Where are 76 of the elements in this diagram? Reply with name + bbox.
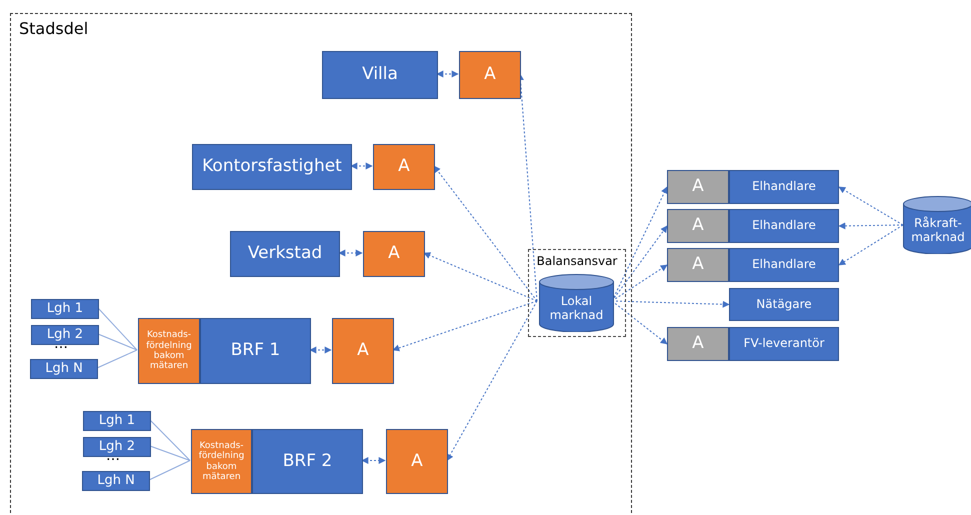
apartment-box: [83, 437, 151, 457]
cost-allocation-box: [138, 318, 200, 384]
box-label: Villa: [362, 65, 398, 85]
connector-line: [98, 308, 138, 350]
box-label: A: [692, 177, 704, 197]
actor-box: [459, 51, 521, 99]
building-box: [252, 429, 363, 494]
arrow: [838, 222, 904, 230]
supplier-box: [729, 248, 839, 282]
arrow: [350, 162, 373, 170]
box-label: A: [357, 341, 369, 361]
actor-box: [332, 318, 394, 384]
district-region: [10, 13, 632, 515]
box-label: A: [692, 255, 704, 275]
building-box: [230, 231, 340, 277]
arrow: [436, 70, 459, 78]
arrow: [434, 165, 538, 302]
balance-group: [528, 249, 626, 337]
apartment-box: [82, 471, 150, 491]
market-label: Lokal marknad: [548, 295, 604, 323]
box-label: BRF 2: [282, 452, 332, 472]
connector-line: [148, 460, 190, 480]
actor-box: [386, 429, 448, 494]
building-box: [200, 318, 311, 384]
box-label: A: [692, 216, 704, 236]
arrow: [423, 252, 538, 302]
box-label: Elhandlare: [752, 180, 816, 194]
arrow: [361, 457, 386, 464]
box-label: A: [388, 244, 400, 264]
arrow: [392, 300, 538, 352]
box-label: Kontorsfastighet: [202, 157, 342, 177]
box-label: A: [484, 65, 496, 85]
market-label: Råkraft-marknad: [910, 217, 966, 245]
box-label: A: [398, 157, 410, 177]
arrow: [338, 250, 363, 256]
connector-line: [96, 350, 138, 368]
arrow: [838, 186, 904, 226]
building-box: [192, 144, 352, 190]
box-label: Lgh N: [45, 362, 83, 376]
supplier-box: [729, 170, 839, 204]
box-label: FV-leverantör: [744, 337, 824, 351]
box-label: Kostnads-fördelning bakom mätaren: [145, 330, 193, 372]
region-title: Stadsdel: [19, 20, 88, 38]
supplier-box: [729, 288, 839, 321]
box-label: Lgh N: [97, 474, 135, 488]
apartment-box: [83, 411, 151, 431]
apartment-box: [30, 359, 98, 379]
arrow: [446, 300, 538, 462]
box-label: BRF 1: [230, 341, 280, 361]
box-label: A: [411, 452, 423, 472]
actor-box: [667, 170, 729, 204]
connector-line: [150, 446, 190, 461]
connector-line: [98, 334, 138, 350]
arrow: [309, 346, 332, 354]
arrow: [838, 224, 904, 266]
actor-box: [667, 327, 729, 361]
apartment-box: [31, 299, 99, 319]
box-label: Elhandlare: [752, 219, 816, 233]
box-label: Verkstad: [248, 244, 322, 264]
apartment-box: [31, 325, 99, 345]
box-label: Lgh 1: [46, 302, 84, 316]
supplier-box: [729, 209, 839, 243]
box-label: Lgh 1: [98, 414, 136, 428]
box-label: Elhandlare: [752, 258, 816, 272]
group-title: Balansansvar: [536, 255, 618, 269]
box-label: A: [692, 334, 704, 354]
actor-box: [373, 144, 435, 190]
actor-box: [363, 231, 425, 277]
actor-box: [667, 209, 729, 243]
box-label: Nätägare: [756, 298, 812, 312]
supplier-box: [729, 327, 839, 361]
connector-line: [150, 420, 190, 461]
cost-allocation-box: [191, 429, 252, 494]
actor-box: [667, 248, 729, 282]
box-label: Kostnads-fördelning bakom mätaren: [198, 440, 246, 482]
building-box: [322, 51, 438, 99]
